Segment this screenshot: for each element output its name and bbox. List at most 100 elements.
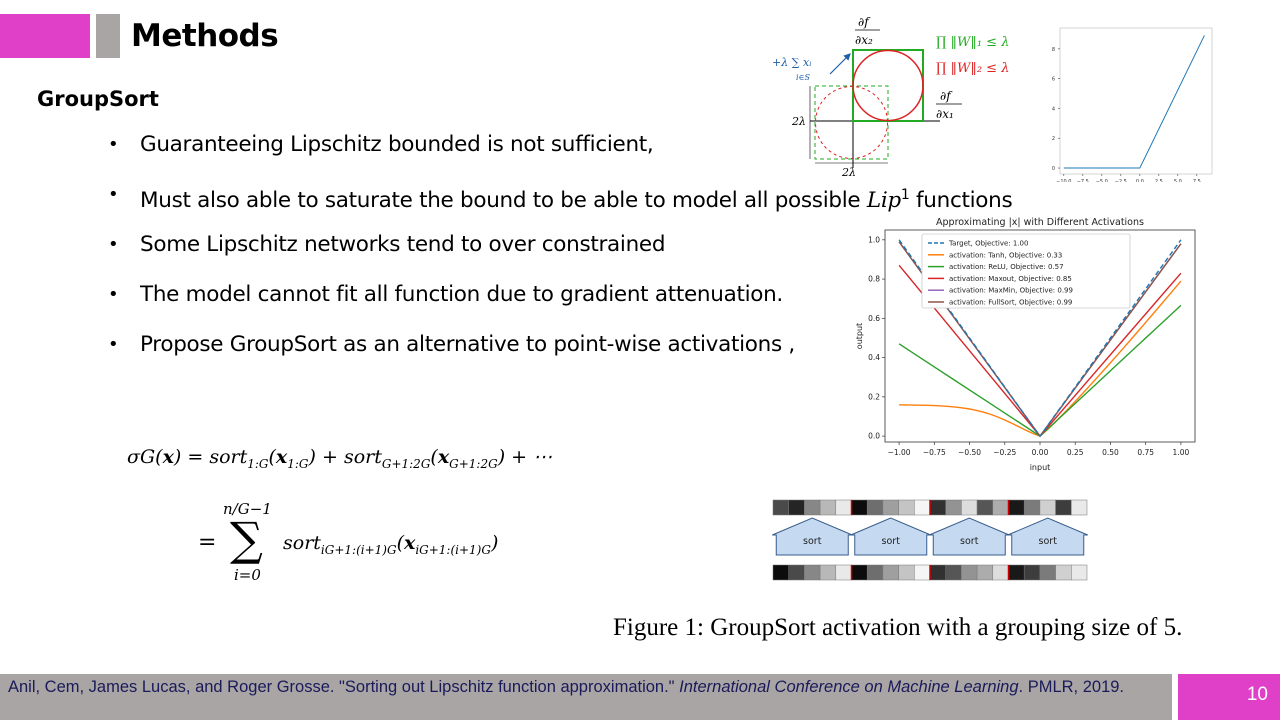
sorted-cell (772, 564, 789, 581)
sort-arrow-label: sort (882, 536, 901, 547)
legend-entry: activation: Tanh, Objective: 0.33 (949, 251, 1062, 259)
l2-ball (852, 49, 924, 122)
x-tick-label: −0.75 (923, 448, 946, 457)
x-tick-label: −2.5 (1115, 179, 1127, 182)
height-label: 2λ (791, 115, 806, 128)
input-cell (1071, 499, 1088, 516)
sorted-cell (819, 564, 837, 581)
l2-ball-shifted (815, 86, 888, 159)
x-tick-label: 2.5 (1155, 179, 1163, 182)
legend-entry: activation: ReLU, Objective: 0.57 (949, 263, 1064, 271)
sorted-cell (929, 564, 946, 581)
bullet-dot: • (108, 134, 119, 155)
sorted-cell (1023, 564, 1041, 581)
chart-title: Approximating |x| with Different Activat… (936, 217, 1144, 228)
x-tick-label: 0.25 (1067, 448, 1084, 457)
l2-legend: ∏ ‖W‖₂ ≤ λ (936, 61, 1009, 76)
eq-term1-var-sub: 1:G (287, 456, 309, 471)
norm-ball-diagram: ∂f ∂x₂ ∂f ∂x₁ +λ ∑ xᵢ i∈S ∏ ‖W‖₁ ≤ λ ∏ ‖… (772, 15, 1009, 179)
eq-term2: sort (343, 446, 382, 468)
sum-subscript: i∈S (796, 73, 810, 82)
lip-superscript: 1 (900, 187, 910, 203)
x-tick-label: 1.00 (1173, 448, 1190, 457)
sort-arrow (1007, 517, 1088, 556)
bullet-text: Some Lipschitz networks tend to over con… (140, 232, 666, 257)
eq-lower-limit: i=0 (234, 566, 261, 584)
y-tick-label: 1.0 (868, 235, 880, 244)
x-tick-label: −0.25 (993, 448, 1016, 457)
x-tick-label: −5.0 (1096, 179, 1108, 182)
bullet-item: •Some Lipschitz networks tend to over co… (108, 228, 1108, 278)
page-number-text: 10 (1246, 684, 1268, 705)
x-tick-label: 7.5 (1193, 179, 1201, 182)
eq-term1-sub: 1:G (247, 456, 269, 471)
input-cell (945, 499, 962, 516)
bullet-text-pre: Must also able to saturate the bound to … (140, 188, 867, 214)
input-cell (819, 499, 837, 516)
sorted-cell (835, 564, 852, 581)
sorted-cell (992, 564, 1009, 581)
input-cell (914, 499, 931, 516)
y-tick-label: 0.8 (868, 275, 880, 284)
bullet-text: Propose GroupSort as an alternative to p… (140, 332, 795, 357)
eq-tail: + ⋯ (505, 446, 553, 468)
top-axis-den: ∂x₂ (855, 33, 873, 47)
bullet-item: •Must also able to saturate the bound to… (108, 178, 1108, 228)
x-tick-label: 0.0 (1136, 179, 1144, 182)
sort-arrow-label: sort (1039, 536, 1058, 547)
eq-plus: + (315, 446, 344, 468)
y-tick-label: 0 (1052, 166, 1055, 172)
approximation-chart: Approximating |x| with Different Activat… (855, 217, 1196, 472)
page-number-box (1178, 674, 1280, 720)
l1-legend: ∏ ‖W‖₁ ≤ λ (936, 35, 1009, 50)
x-tick-label: −7.5 (1077, 179, 1089, 182)
x-tick-label: −0.50 (958, 448, 981, 457)
sort-arrow (772, 517, 853, 556)
eq-lhs-close: ) = (173, 446, 210, 468)
bullet-dot: • (108, 284, 119, 305)
top-axis-num: ∂f (858, 15, 871, 29)
gradient-arrow (829, 53, 851, 75)
eq-line2-sort: sort (283, 532, 321, 554)
right-axis-num: ∂f (940, 89, 953, 103)
input-cell (992, 499, 1009, 516)
legend-box (921, 233, 1131, 309)
sorted-cell (788, 564, 805, 581)
x-tick-label: 0.50 (1102, 448, 1119, 457)
slide-title: Methods (131, 18, 279, 54)
x-tick-label: 0.75 (1137, 448, 1154, 457)
sorted-cell (898, 564, 915, 581)
x-tick-label: 5.0 (1174, 179, 1182, 182)
citation-authors: Anil, Cem, James Lucas, and Roger Grosse… (8, 678, 680, 696)
x-tick-label: −1.00 (888, 448, 911, 457)
lip-symbol: Lip (866, 188, 901, 214)
figure-caption: Figure 1: GroupSort activation with a gr… (613, 614, 1183, 641)
eq-term1: sort (209, 446, 248, 468)
accent-bar (0, 14, 90, 58)
eq-line2-sort-sub: iG+1:(i+1)G (320, 542, 397, 557)
input-cell (866, 499, 884, 516)
legend-entry: activation: MaxMin, Objective: 0.99 (949, 287, 1073, 295)
bullet-text: The model cannot fit all function due to… (140, 282, 783, 307)
eq-line2-var-sub: iG+1:(i+1)G (415, 542, 491, 557)
legend-entry: activation: FullSort, Objective: 0.99 (949, 299, 1072, 307)
bullet-list: •Guaranteeing Lipschitz bounded is not s… (108, 128, 1108, 378)
sorted-cell (882, 564, 899, 581)
sorted-cell (914, 564, 931, 581)
legend-entry: activation: Maxout, Objective: 0.85 (949, 275, 1072, 283)
sorted-cell (961, 564, 978, 581)
citation-venue: International Conference on Machine Lear… (679, 678, 1019, 696)
y-axis-label: output (855, 323, 864, 349)
y-tick-label: 0.0 (868, 432, 880, 441)
y-tick-label: 6 (1052, 77, 1055, 83)
sorted-cell (866, 564, 884, 581)
plot-frame (1059, 27, 1213, 175)
input-cell (772, 499, 789, 516)
bullet-item: •Guaranteeing Lipschitz bounded is not s… (108, 128, 1108, 178)
input-cell (788, 499, 805, 516)
input-cell (929, 499, 946, 516)
y-tick-label: 8 (1052, 47, 1055, 53)
input-cell (851, 499, 868, 516)
x-tick-label: 0.00 (1032, 448, 1049, 457)
